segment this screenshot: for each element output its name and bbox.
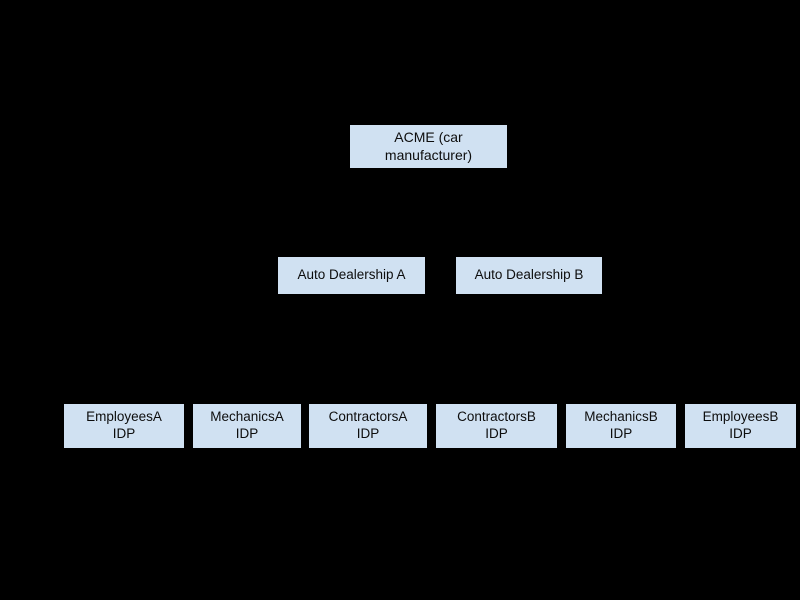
connector-idp-b-bus (496, 337, 741, 339)
node-mechanics-b-idp[interactable]: MechanicsB IDP (565, 403, 677, 449)
connector-to-mechanics-a-idp (247, 337, 249, 403)
connector-dealership-bus (351, 199, 529, 201)
node-mechanics-a-idp[interactable]: MechanicsA IDP (192, 403, 302, 449)
node-employees-a-idp[interactable]: EmployeesA IDP (63, 403, 185, 449)
connector-to-contractors-b-idp (496, 337, 498, 403)
node-auto-dealership-a[interactable]: Auto Dealership A (277, 256, 426, 295)
node-acme-manufacturer[interactable]: ACME (car manufacturer) (349, 124, 508, 169)
connector-to-contractors-a-idp (368, 337, 370, 403)
node-contractors-b-idp[interactable]: ContractorsB IDP (435, 403, 558, 449)
connector-to-dealership-a (351, 199, 353, 256)
node-employees-b-idp[interactable]: EmployeesB IDP (684, 403, 797, 449)
connector-acme-to-dealerships (428, 169, 430, 199)
connector-to-mechanics-b-idp (620, 337, 622, 403)
node-contractors-a-idp[interactable]: ContractorsA IDP (308, 403, 428, 449)
connector-to-dealership-b (528, 199, 530, 256)
connector-to-employees-a-idp (124, 337, 126, 403)
connector-idp-a-bus (124, 337, 369, 339)
connector-dealership-a-down (351, 295, 353, 337)
connector-to-employees-b-idp (739, 337, 741, 403)
connector-dealership-b-down (528, 295, 530, 337)
node-auto-dealership-b[interactable]: Auto Dealership B (455, 256, 603, 295)
